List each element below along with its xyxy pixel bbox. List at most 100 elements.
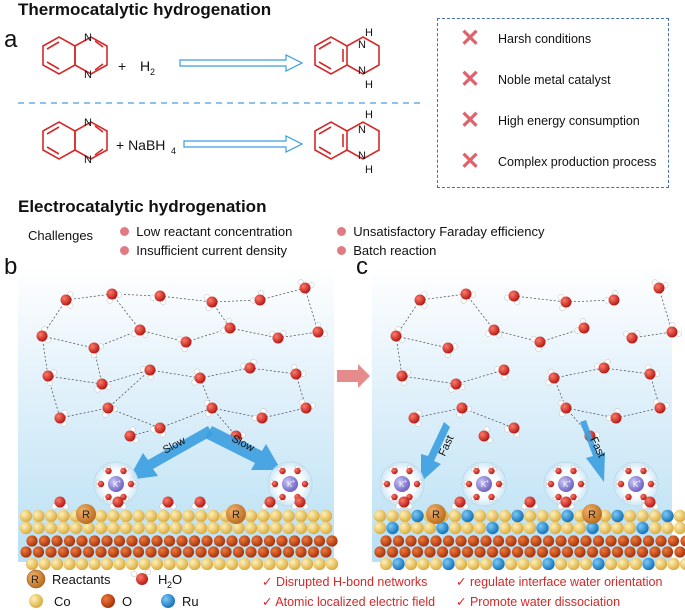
co-atom: [417, 557, 430, 570]
hydrated-k-ions: K+K+K+K+K+K+: [93, 461, 659, 507]
water-molecule: [297, 279, 315, 294]
plus-sign: +: [118, 58, 126, 74]
o-atom: [655, 535, 667, 547]
co-atom: [182, 509, 195, 523]
ru-atom: [386, 521, 399, 535]
water-molecule: [408, 409, 422, 427]
water-molecule: [102, 402, 118, 418]
transition-arrow: [337, 364, 370, 388]
water-molecule: [203, 294, 218, 312]
o-atom: [201, 535, 213, 547]
lattice-panel-b: [19, 509, 339, 570]
water-molecule: [605, 408, 622, 424]
o-atom: [26, 535, 38, 547]
co-atom: [275, 557, 289, 570]
water-molecule: [269, 330, 287, 344]
co-atom: [498, 521, 512, 535]
co-atom: [219, 521, 233, 535]
co-atom: [282, 509, 295, 523]
co-atom: [629, 557, 643, 570]
ru-atom: [611, 509, 624, 523]
o-atom: [567, 535, 580, 547]
o-atom: [238, 535, 251, 547]
k-ion-label: K: [633, 480, 639, 489]
h2-label: H: [140, 58, 150, 74]
o-atom: [611, 546, 624, 558]
bullet-dot: [337, 227, 346, 236]
drawbacks-box: ✕ Harsh conditions ✕ Noble metal catalys…: [437, 18, 669, 188]
co-atom: [157, 509, 170, 523]
co-atom: [604, 557, 618, 570]
water-molecule: [124, 426, 139, 444]
h-bond: [277, 331, 319, 339]
co-atom: [467, 557, 480, 570]
reaction-arrow-2: [183, 135, 304, 153]
challenges-label: Challenges: [28, 228, 94, 243]
o-atom: [667, 535, 680, 547]
co-atom: [529, 557, 543, 570]
h-bond: [211, 407, 263, 419]
panel-label-c: c: [356, 258, 368, 280]
o-atom: [151, 535, 163, 547]
water-molecule: [290, 364, 307, 380]
o-atom: [76, 535, 88, 547]
o-atom: [505, 535, 517, 547]
h-bond: [401, 375, 457, 385]
svg-text:H: H: [365, 164, 373, 176]
svg-text:+: +: [638, 479, 641, 485]
ru-atom: [586, 521, 599, 535]
water-molecule: [644, 364, 661, 380]
cross-icon: ✕: [460, 66, 481, 93]
k-ion-label: K: [399, 480, 405, 489]
co-atom: [100, 557, 114, 570]
co-atom: [294, 509, 308, 523]
o-atom: [170, 546, 182, 558]
co-atom: [107, 509, 120, 523]
legend-water: H: [158, 572, 167, 587]
bullet-dot: [337, 246, 346, 255]
h-bond: [413, 407, 463, 419]
co-atom: [648, 509, 662, 523]
co-atom: [175, 557, 189, 570]
water-molecule: [396, 369, 412, 386]
co-atom: [504, 557, 518, 570]
o-atom: [270, 546, 282, 558]
co-atom: [169, 509, 183, 523]
h-bond: [101, 369, 151, 385]
co-atom: [567, 557, 580, 570]
o-atom: [467, 535, 480, 547]
water-molecule: [94, 378, 112, 393]
co-atom: [138, 557, 151, 570]
co-atom: [32, 521, 45, 535]
o-atom: [380, 535, 392, 547]
reaction-arrow-1: [179, 54, 304, 72]
co-atom: [144, 509, 158, 523]
o-atom: [592, 535, 605, 547]
water-molecule: [249, 290, 266, 306]
water-legend-icon: [130, 568, 152, 585]
water-molecule: [460, 288, 477, 304]
water-molecule: [131, 324, 149, 338]
co-atom: [232, 521, 245, 535]
co-atom: [269, 521, 283, 535]
o-atom: [45, 546, 57, 558]
co-atom: [617, 557, 630, 570]
o-atom: [630, 535, 642, 547]
o-atom: [536, 546, 549, 558]
co-atom: [573, 521, 587, 535]
co-atom: [125, 557, 139, 570]
h-bond: [199, 367, 251, 379]
h-bond: [159, 407, 213, 429]
o-atom: [301, 535, 313, 547]
co-atom: [398, 509, 412, 523]
drawback-item: High energy consumption: [498, 114, 640, 128]
o-atom: [561, 546, 574, 558]
k-ion-icon: [282, 476, 298, 492]
h-bond: [59, 407, 109, 419]
h-bond: [615, 407, 661, 419]
co-atom: [207, 521, 220, 535]
water-molecule: [261, 496, 279, 510]
svg-text:H: H: [365, 79, 373, 91]
co-atom: [19, 521, 33, 535]
challenge-item: Low reactant concentration: [120, 224, 292, 239]
